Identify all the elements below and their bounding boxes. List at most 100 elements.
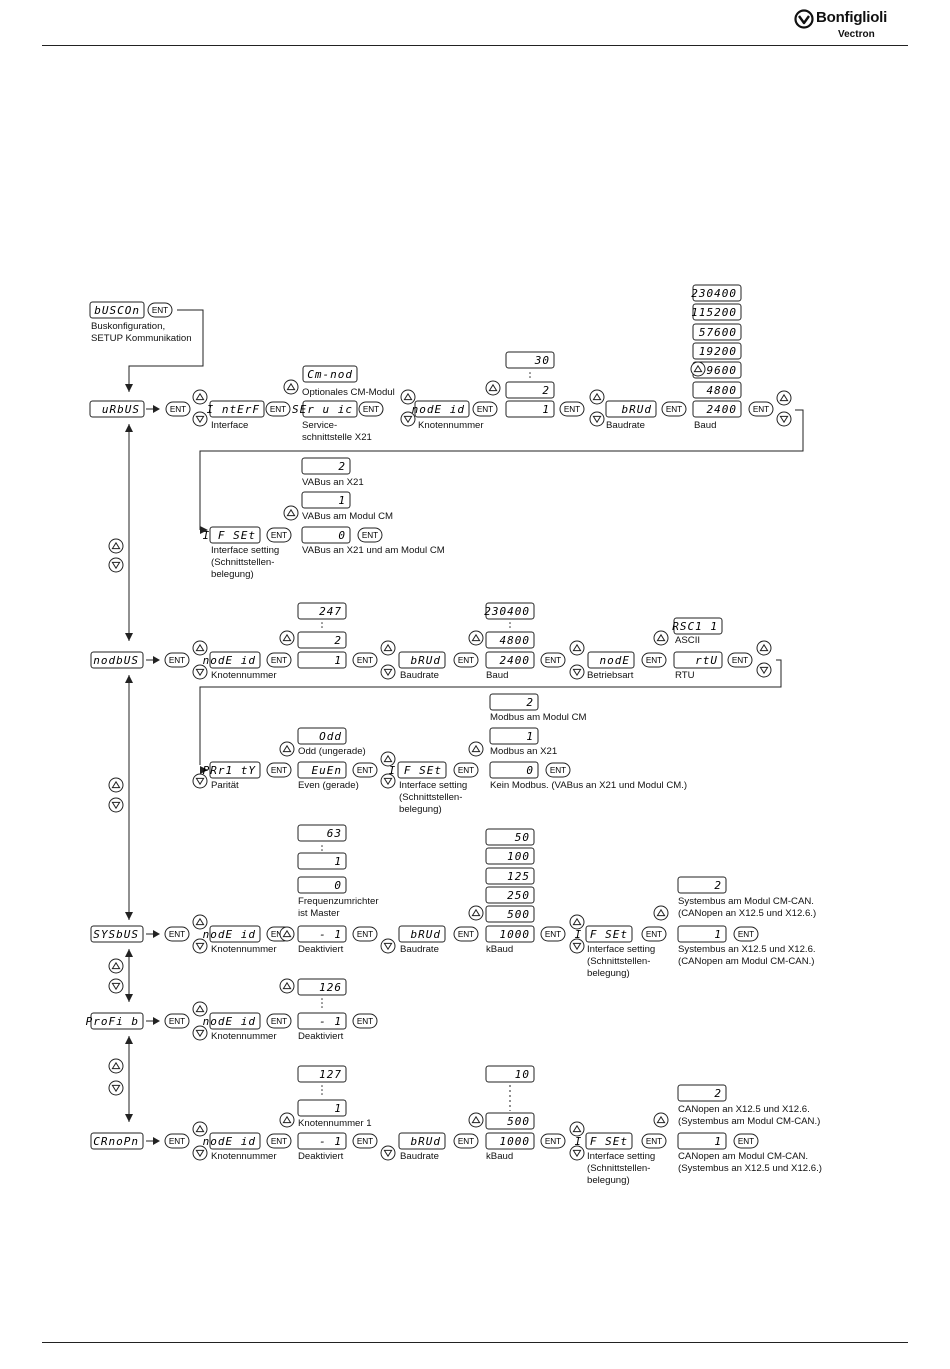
down-arrow-key-icon [380, 773, 396, 789]
parameter-display: 1 [677, 925, 727, 943]
display-value: 2 [526, 696, 534, 709]
ent-key-label: ENT [458, 930, 474, 939]
caption-label: (CANopen an X12.5 und X12.6.) [678, 908, 816, 919]
display-frame [301, 491, 351, 509]
display-value: - 1 [319, 1015, 342, 1028]
parameter-display: 100 [485, 847, 535, 865]
key-circle [279, 1112, 295, 1128]
triangle-up-icon [195, 1124, 205, 1133]
ent-key-label: ENT [169, 656, 185, 665]
caption-label: CANopen am Modul CM-CAN. [678, 1151, 808, 1162]
key-circle [776, 411, 792, 427]
display-frame [209, 526, 261, 544]
key-circle [192, 389, 208, 405]
triangle-up-icon [693, 364, 703, 373]
caption-label: Optionales CM-Modul [302, 387, 395, 398]
triangle-up-icon [282, 633, 292, 642]
parameter-display: 4800 [485, 631, 535, 649]
display-frame [398, 651, 446, 669]
triangle-down-icon [383, 1149, 393, 1158]
ent-key: ENT [266, 652, 292, 668]
ent-key: ENT [164, 1133, 190, 1149]
key-circle [192, 1001, 208, 1017]
triangle-up-icon [471, 744, 481, 753]
down-arrow-key-icon [192, 773, 208, 789]
display-frame [209, 925, 261, 943]
display-frame [485, 925, 535, 943]
key-circle [589, 411, 605, 427]
triangle-up-icon [383, 643, 393, 652]
up-arrow-key-icon [380, 640, 396, 656]
display-frame [692, 284, 742, 302]
ent-key-label: ENT [362, 531, 378, 540]
ent-key-frame [453, 762, 479, 778]
caption-label: Deaktiviert [298, 944, 344, 955]
ent-key-frame [748, 401, 774, 417]
display-value: - 1 [319, 928, 342, 941]
parameter-display: I F SEt [575, 1132, 633, 1150]
key-circle [756, 640, 772, 656]
ent-key-frame [164, 652, 190, 668]
ent-key-frame [352, 1013, 378, 1029]
down-arrow-key-icon [569, 1145, 585, 1161]
display-value: 0 [526, 764, 534, 777]
triangle-up-icon [282, 929, 292, 938]
parameter-display: 2 [677, 876, 727, 894]
display-value: 1 [526, 730, 534, 743]
triangle-up-icon [195, 1004, 205, 1013]
display-frame [692, 342, 742, 360]
ent-key: ENT [540, 1133, 566, 1149]
ent-key: ENT [733, 1133, 759, 1149]
ent-key: ENT [472, 401, 498, 417]
display-frame [677, 1132, 727, 1150]
triangle-up-icon [471, 908, 481, 917]
ent-key-frame [266, 762, 292, 778]
display-frame [485, 867, 535, 885]
triangle-up-icon [111, 780, 121, 789]
arrowheads [125, 384, 208, 1145]
up-arrow-key-icon [485, 380, 501, 396]
key-circle [569, 938, 585, 954]
parameter-display: 500 [485, 1112, 535, 1130]
caption-label: Knotennummer [211, 670, 277, 681]
ent-key-label: ENT [564, 405, 580, 414]
ent-key-frame [661, 401, 687, 417]
triangle-up-icon [488, 383, 498, 392]
ent-key-label: ENT [357, 656, 373, 665]
triangle-down-icon [195, 1029, 205, 1038]
display-value: 0 [334, 879, 342, 892]
triangle-up-icon [195, 917, 205, 926]
parameter-display: 0 [489, 761, 539, 779]
parameter-display: nodE id [203, 925, 261, 943]
triangle-down-icon [195, 777, 205, 786]
parameter-display: 1 [677, 1132, 727, 1150]
parameter-display: 1 [301, 491, 351, 509]
caption-label: Deaktiviert [298, 1151, 344, 1162]
ent-key-frame [641, 926, 667, 942]
ent-key-label: ENT [545, 930, 561, 939]
ent-key-frame [164, 1133, 190, 1149]
caption-label: Interface setting [399, 780, 467, 791]
display-value: 10 [515, 1068, 530, 1081]
display-frame [605, 400, 657, 418]
up-arrow-key-icon [569, 640, 585, 656]
ent-key-frame [266, 527, 292, 543]
key-circle [653, 905, 669, 921]
caption-label: VABus an X21 und am Modul CM [302, 545, 445, 556]
display-frame [302, 400, 358, 418]
triangle-up-icon [656, 908, 666, 917]
display-frame [485, 886, 535, 904]
key-circle [569, 914, 585, 930]
display-value: uRbUS [102, 403, 140, 416]
ent-key: ENT [358, 401, 384, 417]
key-circle [192, 640, 208, 656]
parameter-display: 2 [301, 457, 351, 475]
triangle-up-icon [656, 633, 666, 642]
display-value: 1 [714, 928, 722, 941]
caption-label: Baud [486, 670, 508, 681]
parameter-display: 1 [297, 651, 347, 669]
down-arrow-key-icon [108, 1080, 124, 1096]
display-value: bRUd [411, 1135, 442, 1148]
display-frame [297, 727, 347, 745]
parameter-display: 1 [489, 727, 539, 745]
